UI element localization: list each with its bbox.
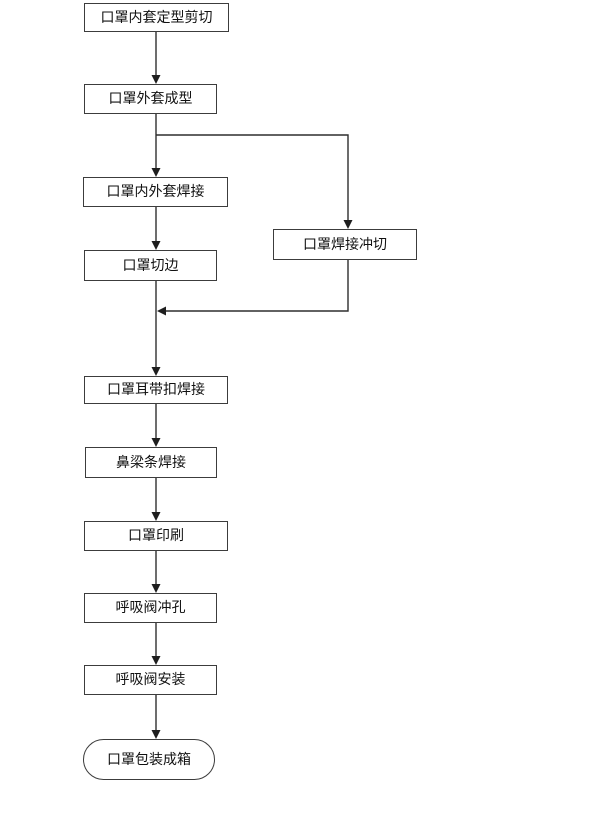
edge-valve-punch-to-install <box>151 623 161 665</box>
flow-node-weld-punch-cut: 口罩焊接冲切 <box>273 229 417 260</box>
edge-nose-to-print <box>151 478 161 521</box>
flow-node-valve-punch: 呼吸阀冲孔 <box>84 593 217 623</box>
edge-install-to-pack <box>151 695 161 739</box>
flow-node-pack-box: 口罩包装成箱 <box>83 739 215 780</box>
flow-node-mask-print: 口罩印刷 <box>84 521 228 551</box>
flow-node-valve-install: 呼吸阀安装 <box>84 665 217 695</box>
flow-node-inner-outer-weld: 口罩内外套焊接 <box>83 177 228 207</box>
edge-ear-strap-to-nose <box>151 404 161 447</box>
edge-trim-to-ear-strap <box>151 281 161 376</box>
edge-print-to-valve-punch <box>151 551 161 593</box>
flow-node-outer-cover-form: 口罩外套成型 <box>84 84 217 114</box>
edge-weld-punch-return <box>157 260 349 316</box>
edge-outer-form-to-weld <box>151 114 161 177</box>
flow-node-edge-trim: 口罩切边 <box>84 250 217 281</box>
edge-branch-to-weld-punch <box>156 134 353 229</box>
edge-weld-to-trim <box>151 207 161 250</box>
flow-node-inner-cover-cut: 口罩内套定型剪切 <box>84 3 229 32</box>
edge-inner-cut-to-outer-form <box>151 32 161 84</box>
flow-node-ear-strap-weld: 口罩耳带扣焊接 <box>84 376 228 404</box>
flow-node-nose-bridge-weld: 鼻梁条焊接 <box>85 447 217 478</box>
